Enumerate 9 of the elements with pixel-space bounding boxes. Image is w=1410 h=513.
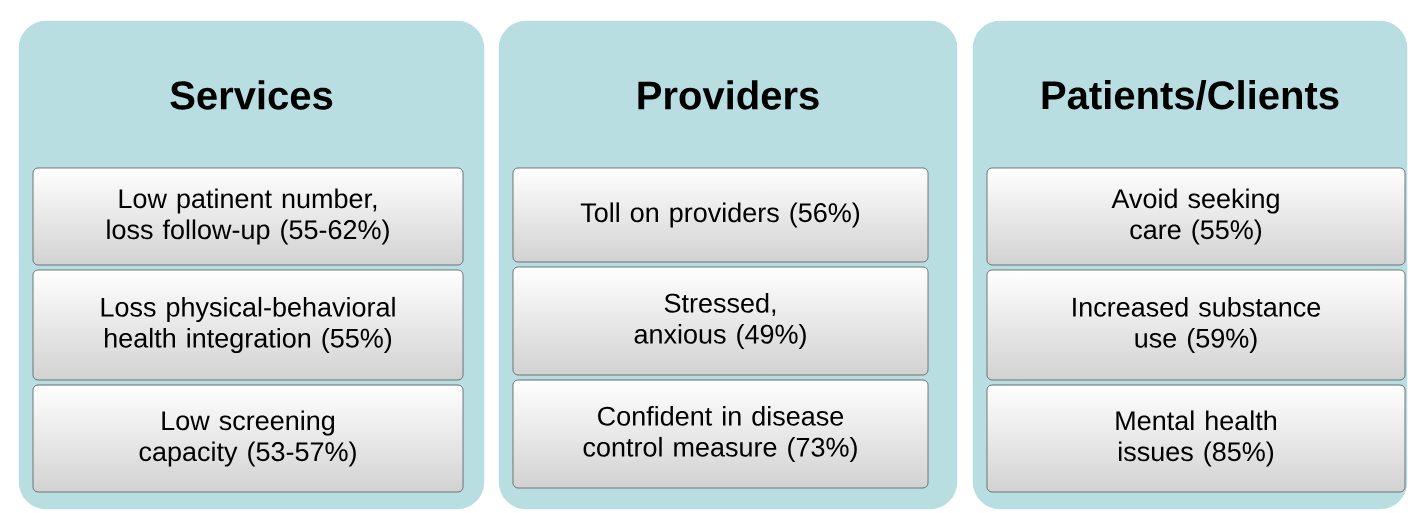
- finding-box: Increased substance use (59%): [986, 269, 1406, 381]
- finding-box: Stressed, anxious (49%): [512, 266, 929, 376]
- finding-box: Toll on providers (56%): [512, 167, 929, 263]
- finding-box: Confident in disease control measure (73%): [512, 379, 929, 489]
- finding-box: Low screening capacity (53-57%): [32, 384, 464, 493]
- finding-box: Loss physical-behavioral health integration (55%): [32, 269, 464, 381]
- finding-box: Mental health issues (85%): [986, 384, 1406, 493]
- finding-box: Low patinent number, loss follow-up (55-62%): [32, 167, 464, 266]
- finding-box: Avoid seeking care (55%): [986, 167, 1406, 266]
